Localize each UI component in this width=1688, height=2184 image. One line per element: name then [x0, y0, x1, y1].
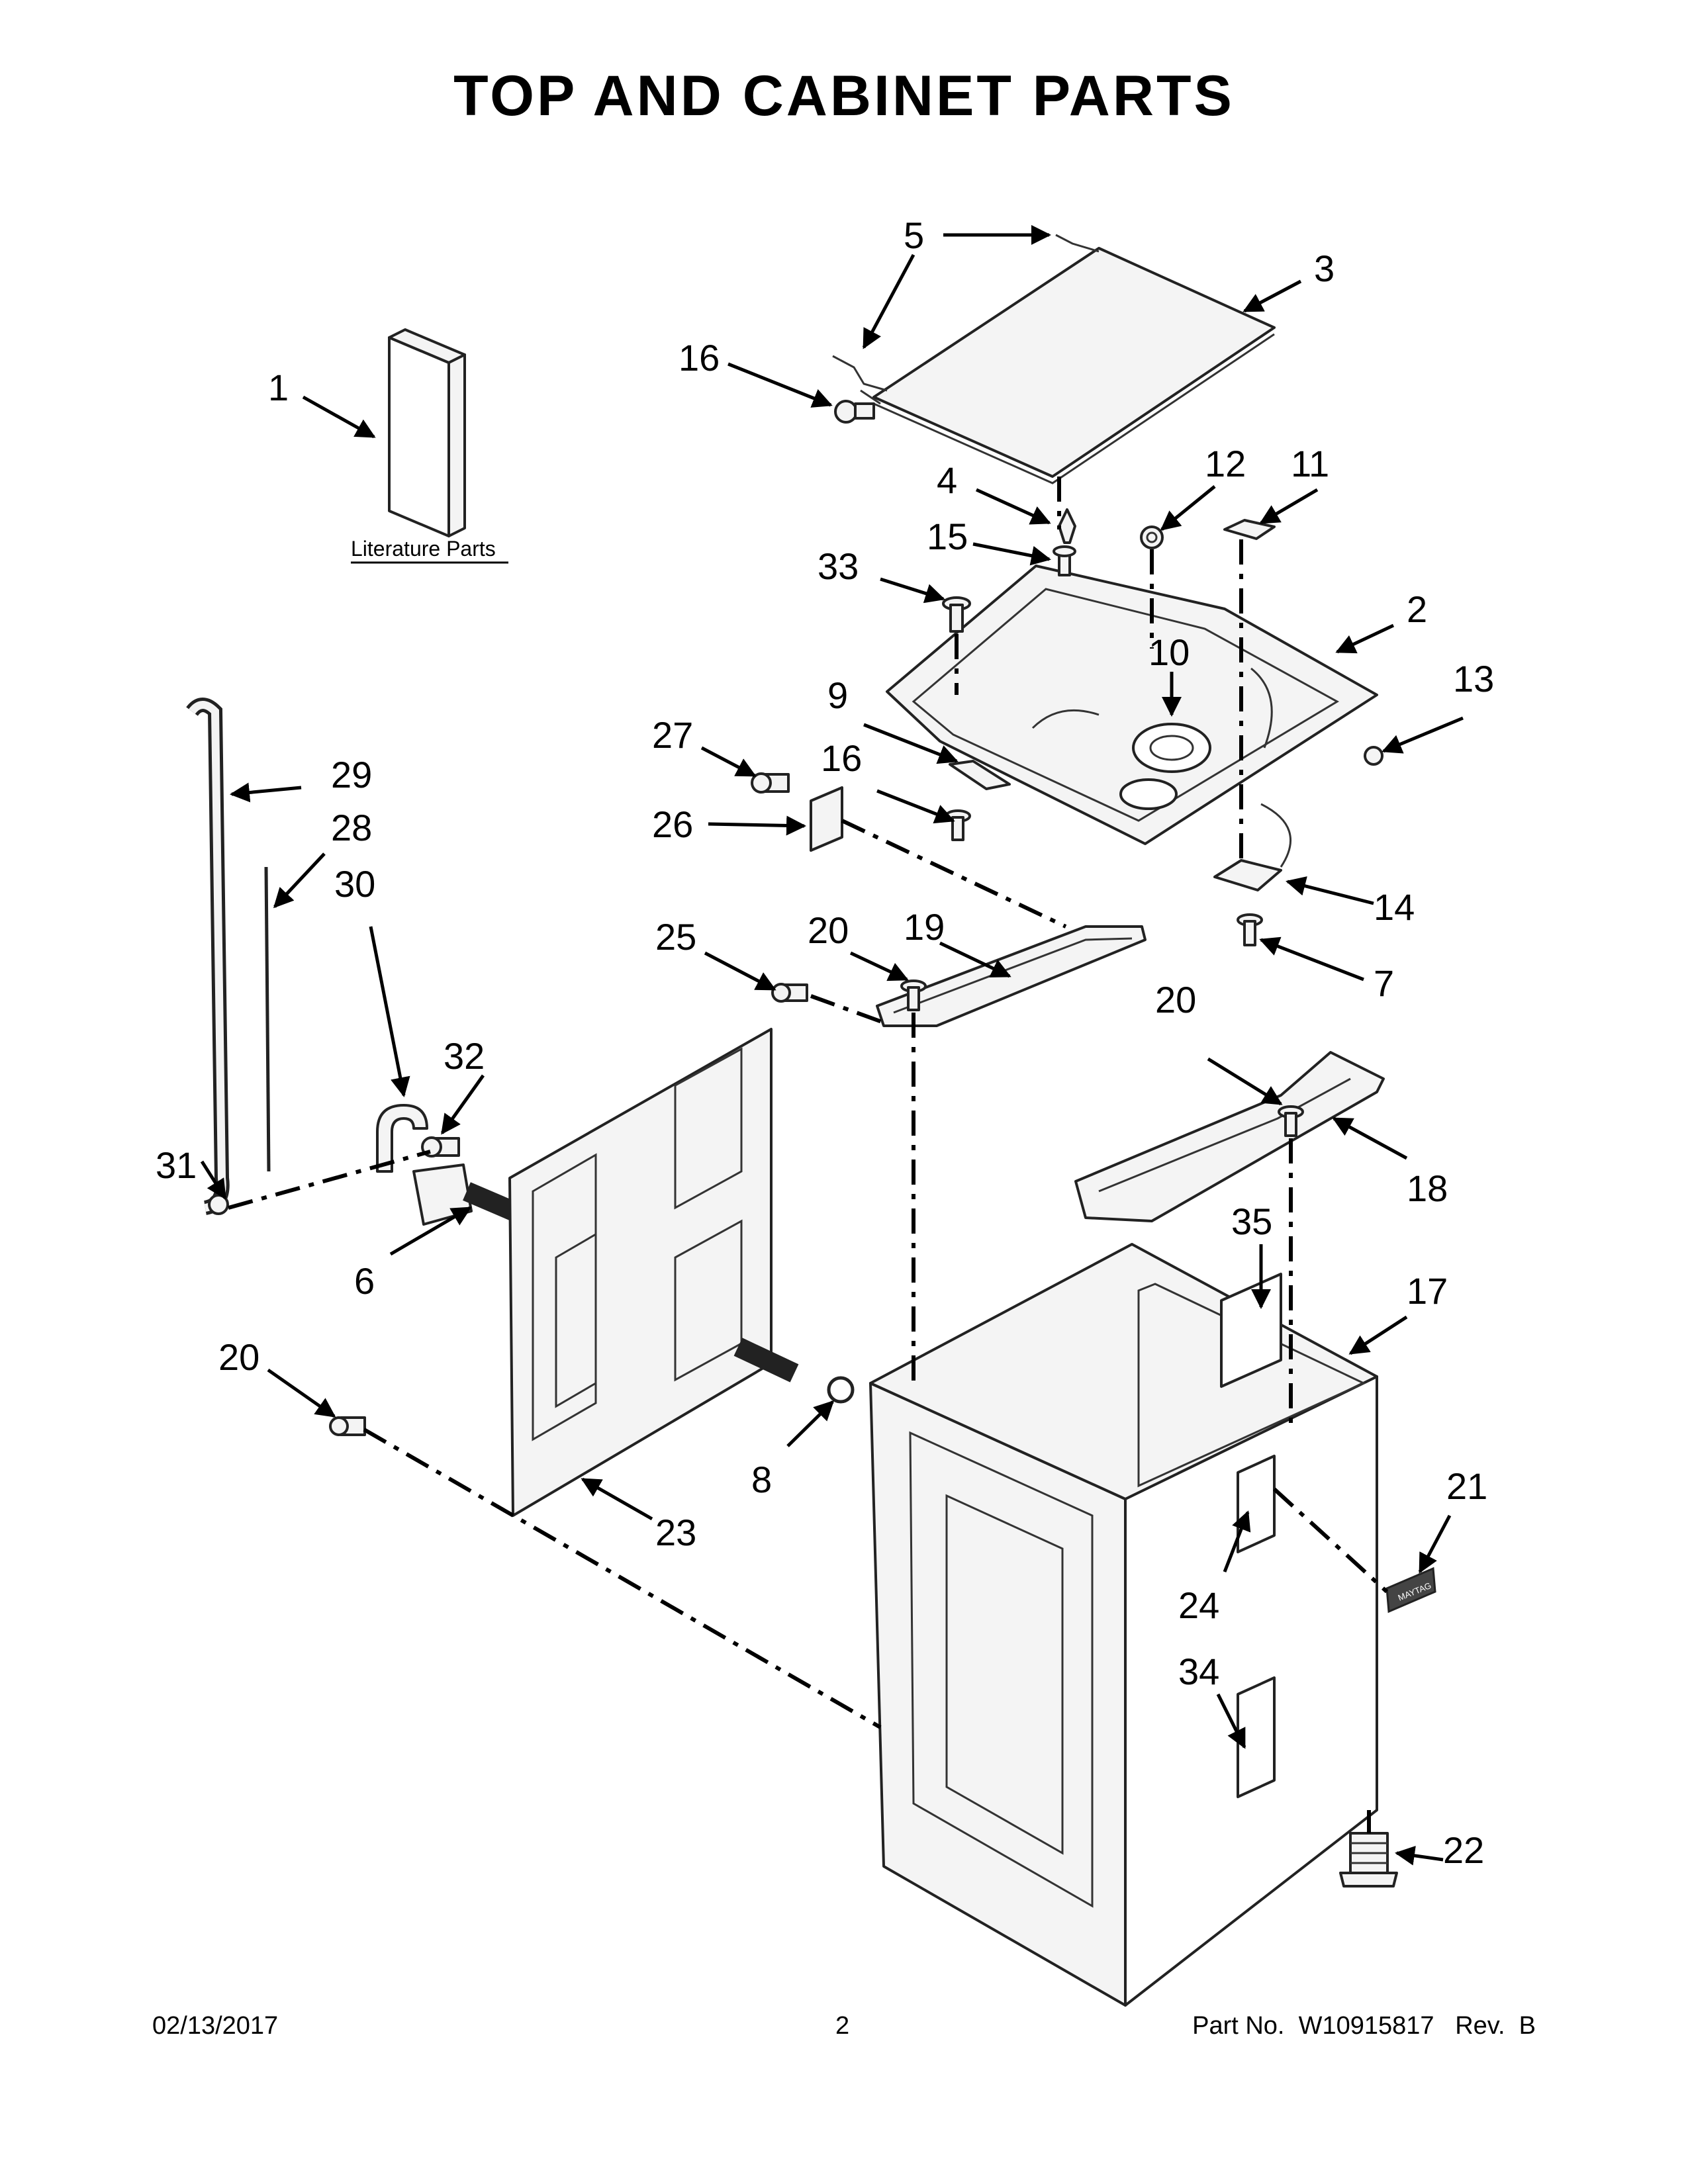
callout-16b: 16	[821, 737, 862, 779]
drain-hose-29	[186, 698, 230, 1215]
drain-hose-fitting	[733, 1338, 799, 1383]
callout-12: 12	[1205, 443, 1246, 484]
cabinet-17	[869, 1243, 1378, 2007]
rear-panel-23	[508, 1028, 773, 1517]
leader-arrows	[200, 225, 1464, 1866]
screw-27	[751, 772, 790, 794]
switch-clip-9	[949, 760, 1011, 790]
callout-17: 17	[1407, 1270, 1448, 1312]
bracket-26	[810, 786, 843, 852]
page-title: TOP AND CABINET PARTS	[453, 64, 1235, 128]
callout-30: 30	[334, 863, 375, 905]
screw-15	[1053, 545, 1076, 576]
lid-lock-cover-11	[1223, 519, 1276, 540]
callout-28: 28	[331, 807, 372, 848]
callout-numbers: 1 2 3 4 5 6 7 8 9 10 11 12 13 14 15 16 1…	[156, 214, 1494, 1871]
screw-16b	[945, 809, 971, 841]
callout-2: 2	[1407, 588, 1427, 630]
top-panel	[886, 565, 1378, 845]
callout-22: 22	[1443, 1829, 1484, 1871]
clip-13	[1364, 746, 1383, 766]
callout-19: 19	[904, 906, 945, 948]
callout-25: 25	[655, 916, 696, 958]
screw-7	[1237, 913, 1263, 946]
callout-9: 9	[827, 674, 848, 716]
callout-20b: 20	[1155, 979, 1196, 1021]
screw-20a	[900, 979, 927, 1011]
callout-11: 11	[1291, 443, 1329, 484]
callout-34: 34	[1178, 1651, 1219, 1692]
screw-33	[942, 596, 971, 633]
callout-1: 1	[268, 367, 289, 408]
washer-lid	[860, 247, 1276, 484]
callout-33: 33	[818, 545, 859, 587]
callout-18: 18	[1407, 1167, 1448, 1209]
label-34	[1237, 1676, 1276, 1798]
callout-20c: 20	[218, 1336, 259, 1378]
cable-tie-28	[264, 866, 271, 1172]
callout-29: 29	[331, 754, 372, 796]
label-24	[1237, 1455, 1276, 1553]
callout-23: 23	[655, 1512, 696, 1553]
lid-switch-14	[1213, 803, 1291, 891]
lid-hinge-rod	[832, 234, 1100, 392]
callout-35: 35	[1231, 1201, 1272, 1242]
grommet-12	[1140, 525, 1164, 549]
hose-clamp-8	[827, 1376, 855, 1404]
callout-20a: 20	[808, 909, 849, 951]
inlet-hose-6	[412, 1163, 517, 1226]
callout-24: 24	[1178, 1584, 1219, 1626]
callout-32: 32	[444, 1035, 485, 1077]
callout-31: 31	[156, 1144, 197, 1186]
callout-5: 5	[904, 214, 924, 256]
callout-13: 13	[1453, 658, 1494, 700]
callout-15: 15	[927, 516, 968, 557]
footer-part-number: Part No. W10915817 Rev. B	[1192, 2012, 1536, 2040]
literature-parts-booklet	[388, 328, 466, 537]
screw-20b	[1278, 1105, 1304, 1137]
callout-14: 14	[1374, 886, 1415, 928]
footer-date: 02/13/2017	[152, 2012, 279, 2040]
callout-10: 10	[1149, 631, 1190, 673]
callout-7: 7	[1374, 962, 1394, 1004]
screw-32	[421, 1136, 460, 1158]
badge-21: MAYTAG	[1385, 1567, 1436, 1614]
alignment-lines	[228, 477, 1389, 1833]
callout-8: 8	[751, 1459, 772, 1500]
callout-4: 4	[937, 459, 957, 501]
drain-hose-hook-30	[376, 1104, 428, 1173]
front-brace-18	[1074, 1051, 1385, 1222]
callout-21: 21	[1446, 1465, 1487, 1507]
callout-27: 27	[652, 714, 693, 756]
callout-26: 26	[652, 803, 693, 845]
screw-25	[771, 983, 808, 1003]
literature-parts-label: Literature Parts	[351, 537, 496, 561]
callout-16a: 16	[679, 337, 720, 379]
hose-clamp-31	[208, 1194, 229, 1215]
callout-6: 6	[354, 1260, 375, 1302]
leveling-leg-22	[1339, 1832, 1398, 1888]
lid-bumper	[1058, 508, 1076, 544]
callout-3: 3	[1314, 248, 1335, 289]
hinge-screw	[834, 400, 875, 424]
screw-20c	[329, 1416, 366, 1436]
footer-page-number: 2	[835, 2012, 850, 2040]
